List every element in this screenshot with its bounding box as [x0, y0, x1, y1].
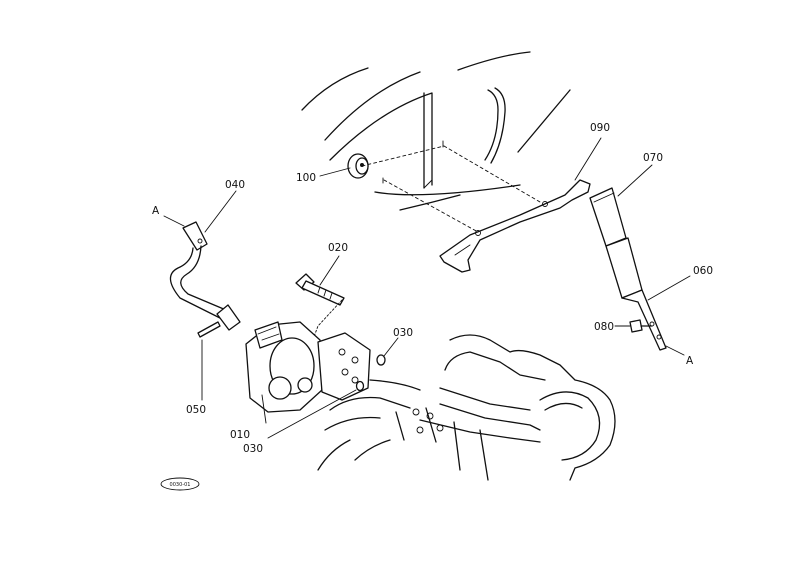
part-label-040: 040 — [225, 179, 245, 191]
oring-030 — [355, 354, 386, 392]
washer-100 — [347, 153, 369, 179]
pad-070 — [589, 187, 627, 247]
fender-outline — [301, 51, 571, 211]
part-label-050: 050 — [186, 404, 206, 416]
lever-060 — [605, 237, 667, 351]
part-label-010: 010 — [230, 429, 250, 441]
part-label-030-lower: 030 — [243, 443, 263, 455]
ref-a-right: A — [686, 355, 694, 367]
dash-lines — [361, 140, 541, 233]
diagram-stamp: 0030-01 — [160, 477, 200, 491]
part-label-080: 080 — [594, 321, 614, 333]
part-label-020: 020 — [328, 242, 348, 254]
ref-a-left: A — [152, 205, 160, 217]
bolt-080 — [629, 319, 653, 333]
bolt-020 — [295, 273, 345, 343]
stamp-code: 0030-01 — [170, 482, 191, 488]
leader-lines — [163, 137, 691, 439]
part-label-090: 090 — [590, 122, 610, 134]
part-label-030: 030 — [393, 327, 413, 339]
pump-010 — [245, 321, 371, 413]
part-label-070: 070 — [643, 152, 663, 164]
bracket-090 — [439, 179, 591, 273]
part-label-100: 100 — [296, 172, 316, 184]
part-label-060: 060 — [693, 265, 713, 277]
engine-outline — [317, 334, 616, 481]
pin-050 — [197, 321, 221, 338]
rod-040 — [169, 221, 241, 331]
